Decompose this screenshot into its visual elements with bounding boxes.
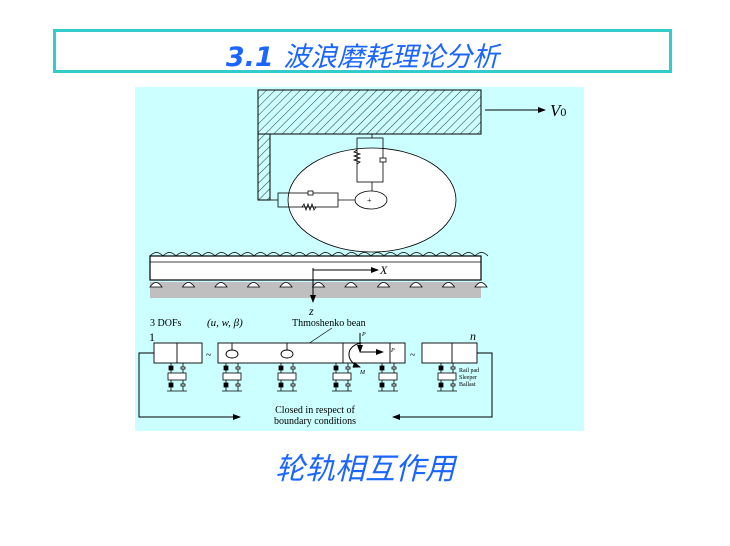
track-support-unit xyxy=(437,363,457,392)
rail-support xyxy=(246,282,261,288)
rail-support xyxy=(474,282,488,288)
sleeper-label: Sleeper xyxy=(459,375,477,381)
rail-support xyxy=(311,282,326,288)
horizontal-suspension xyxy=(270,190,355,212)
rail-pad-label: Rail pad xyxy=(459,368,479,374)
beam-label: Thmoshenko bean xyxy=(292,318,366,329)
title-number: 3.1 xyxy=(225,42,274,73)
rail xyxy=(149,252,489,298)
rail-support xyxy=(441,282,456,288)
bogie-frame xyxy=(257,89,482,201)
track-support-unit xyxy=(277,363,297,392)
dofs-vars: (u, w, β) xyxy=(207,317,243,329)
velocity-label: V0 xyxy=(550,101,566,120)
track-support-unit xyxy=(332,363,352,392)
rail-support xyxy=(279,282,293,288)
track-support-unit xyxy=(378,363,398,392)
svg-text:~: ~ xyxy=(410,350,416,361)
rail-support xyxy=(181,282,196,288)
wheel-rail-diagram: V0 + X z 3 DOFs (u, w, β) Thmoshenko bea… xyxy=(135,87,584,431)
boundary-text-2: boundary conditions xyxy=(274,416,356,427)
slide-title: 3.1 波浪磨耗理论分析 xyxy=(56,35,669,74)
track-support-unit xyxy=(222,363,242,392)
diagram-svg: V0 + X z 3 DOFs (u, w, β) Thmoshenko bea… xyxy=(138,89,566,427)
boundary-text-1: Closed in respect of xyxy=(275,405,355,416)
x-axis-label: X xyxy=(379,263,388,277)
vertical-suspension xyxy=(352,134,387,191)
track-supports xyxy=(167,363,457,392)
track-support-unit xyxy=(167,363,187,392)
force-arrows xyxy=(348,333,384,368)
rail-support xyxy=(214,282,228,288)
first-element-label: 1 xyxy=(149,330,155,344)
title-text: 波浪磨耗理论分析 xyxy=(283,42,500,73)
rail-support xyxy=(344,282,358,288)
svg-text:+: + xyxy=(367,196,372,205)
z-axis-label: z xyxy=(308,304,314,318)
rail-support xyxy=(409,282,423,288)
boundary-loop xyxy=(138,352,493,420)
beam-elements xyxy=(153,342,478,364)
moment-label: M xyxy=(359,370,366,376)
ballast-label: Ballast xyxy=(459,382,476,388)
slide-caption: 轮轨相互作用 xyxy=(275,452,455,487)
rail-support xyxy=(376,282,391,288)
force-horizontal-label: P xyxy=(390,348,395,354)
last-element-label: n xyxy=(470,329,476,343)
title-box: 3.1 波浪磨耗理论分析 xyxy=(53,29,672,73)
force-vertical-label: P xyxy=(361,332,366,338)
rail-support xyxy=(149,282,163,288)
svg-text:~: ~ xyxy=(206,350,212,361)
dofs-label: 3 DOFs xyxy=(150,318,182,329)
